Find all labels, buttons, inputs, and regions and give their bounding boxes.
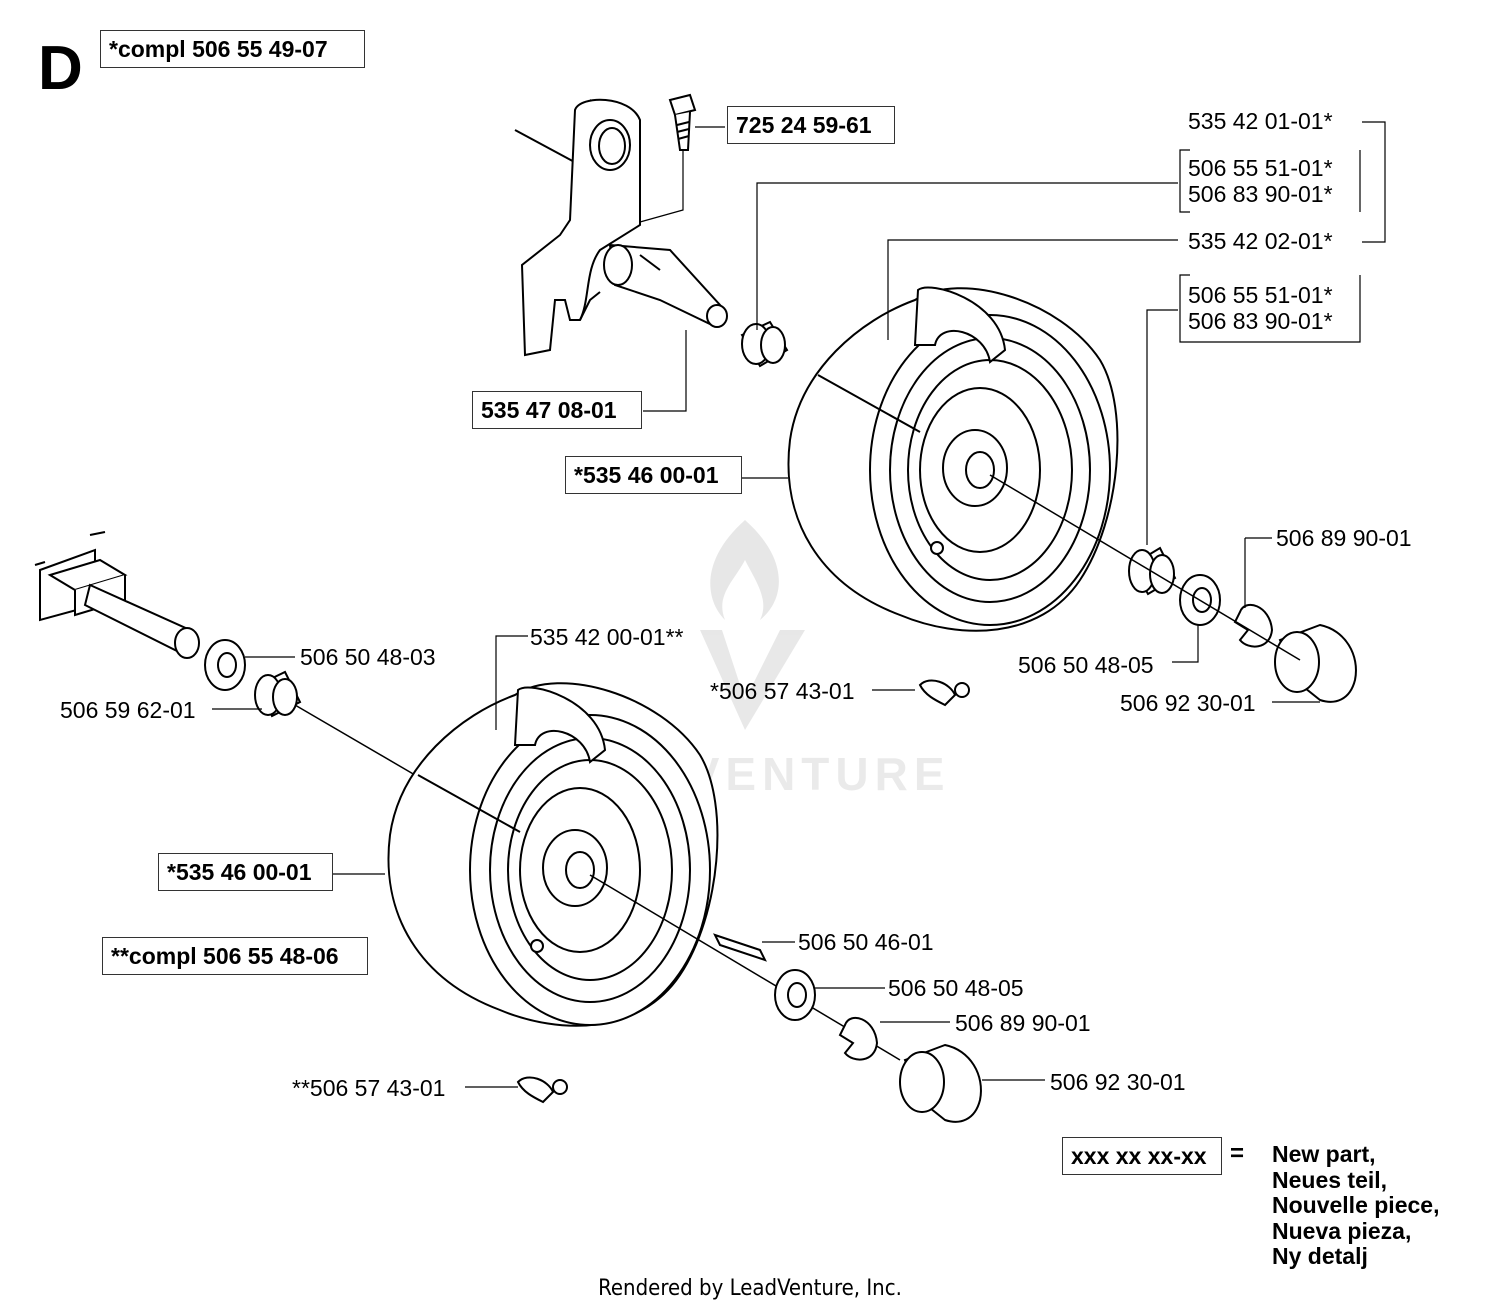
washer-lower-left-drawing [204,639,246,691]
part-label: 506 55 51-01* [1188,282,1333,308]
spacer-right-drawing [1128,546,1177,596]
part-label: 506 55 51-01* [1188,155,1333,181]
valve-upper-drawing [918,679,970,707]
legend-line: New part, [1272,1141,1376,1167]
cap-lower-drawing [899,1043,982,1123]
part-label: 506 92 30-01 [1050,1069,1186,1095]
part-label: 506 50 48-05 [888,975,1024,1001]
part-label: 535 42 00-01** [530,624,684,650]
steering-bracket-drawing [514,98,641,357]
part-label: 506 50 48-03 [300,644,436,670]
cap-upper-drawing [1274,623,1357,703]
washer-lower-right-drawing [774,969,816,1021]
section-letter: D [38,34,83,103]
part-label: *506 57 43-01 [710,678,855,704]
part-label: 506 59 62-01 [60,697,196,723]
watermark-logo [700,520,805,730]
bolt-drawing [668,93,697,151]
clip-lower-drawing [838,1016,879,1061]
footer-credit: Rendered by LeadVenture, Inc. [598,1276,902,1301]
part-label: 506 83 90-01* [1188,308,1333,334]
part-label: 506 50 46-01 [798,929,934,955]
legend-line: Ny detalj [1272,1243,1368,1269]
wheel-lower-drawing [387,682,719,1027]
part-label: 506 92 30-01 [1120,690,1256,716]
part-label: 535 42 01-01* [1188,108,1333,134]
legend-equals: = [1230,1140,1245,1167]
part-label: 506 89 90-01 [1276,525,1412,551]
leader-lines [212,121,1386,1088]
axle-shaft-drawing [603,243,728,328]
key-drawing [713,933,767,962]
legend-line: Nueva pieza, [1272,1217,1412,1244]
wheel-upper-part-label: *535 46 00-01 [565,456,742,494]
part-label: 506 89 90-01 [955,1010,1091,1036]
axle-part-label: 535 47 08-01 [472,391,642,429]
bolt-part-label: 725 24 59-61 [727,106,895,144]
legend-text: New part, Neues teil, Nouvelle piece, Nu… [1272,1141,1440,1270]
valve-lower-drawing [516,1076,568,1104]
spacer-upper-drawing [740,320,789,368]
part-label: 506 83 90-01* [1188,181,1333,207]
compl-lower-label: **compl 506 55 48-06 [102,937,368,975]
part-label: 506 50 48-05 [1018,652,1154,678]
wheel-upper-drawing [787,286,1119,632]
part-label: **506 57 43-01 [292,1075,446,1101]
lower-shaft-drawing [83,583,200,659]
legend-line: Nouvelle piece, [1272,1192,1440,1218]
wheel-lower-part-label: *535 46 00-01 [158,853,333,891]
clip-upper-drawing [1233,603,1274,648]
spacer-lower-left-drawing [254,670,302,718]
part-label: 535 42 02-01* [1188,228,1333,254]
legend-key-box: xxx xx xx-xx [1062,1137,1222,1175]
compl-top-label: *compl 506 55 49-07 [100,30,365,68]
legend-line: Neues teil, [1272,1166,1388,1193]
